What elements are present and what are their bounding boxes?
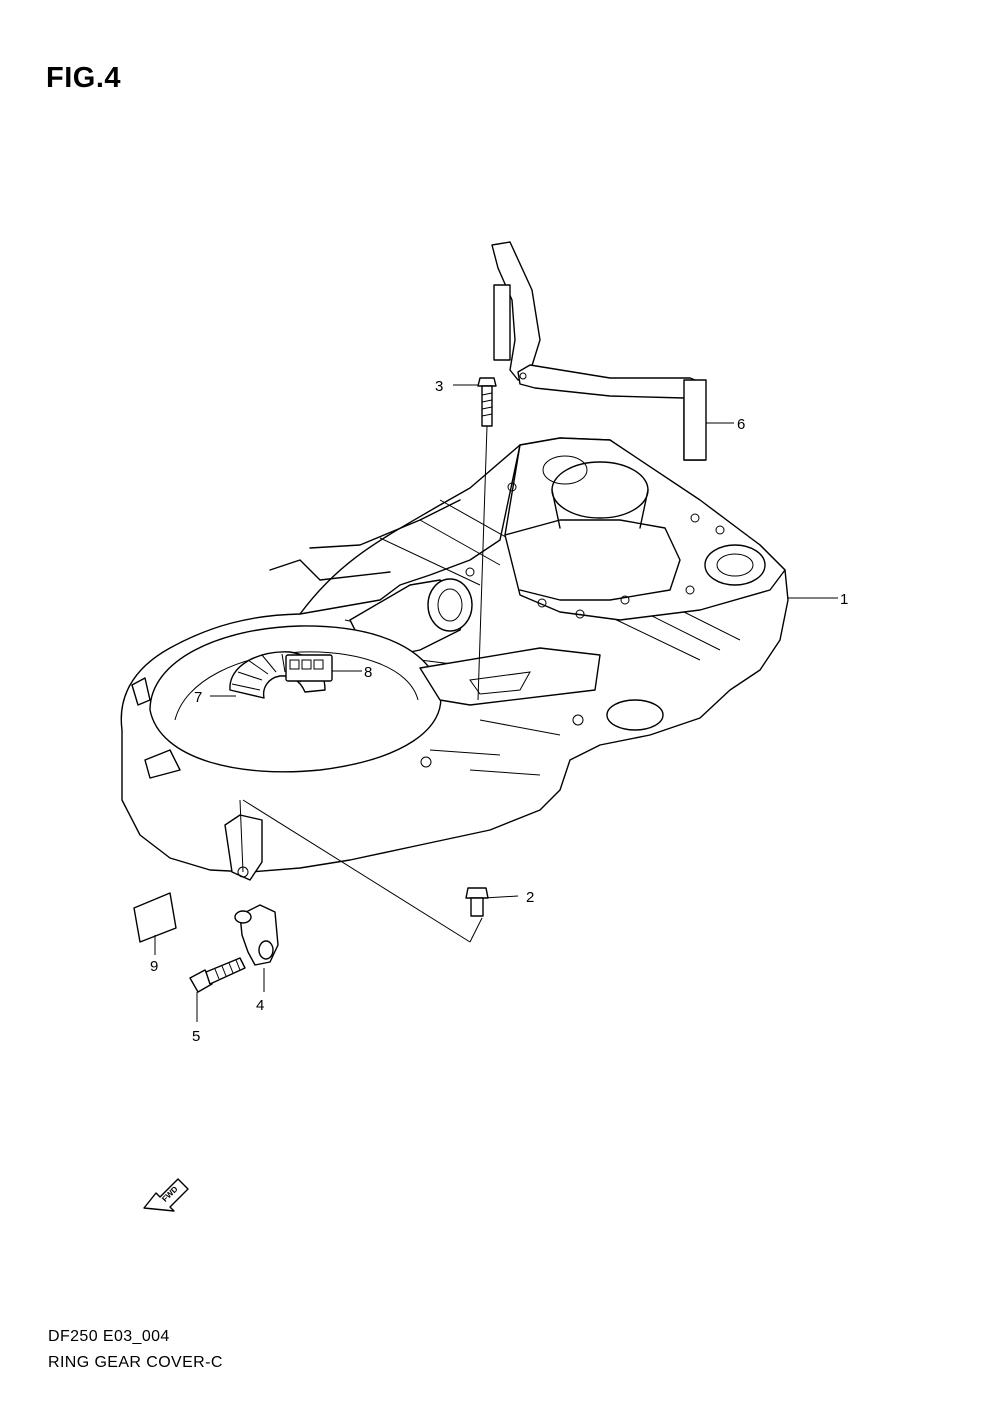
figure-title: FIG.4 — [46, 62, 122, 94]
callout-1: 1 — [840, 591, 848, 608]
drawing-name: RING GEAR COVER-C — [48, 1354, 223, 1371]
bolt-part-3[interactable] — [477, 377, 497, 427]
callout-9: 9 — [150, 958, 158, 975]
plate-part[interactable] — [133, 892, 177, 943]
ring-gear-cover-part[interactable] — [120, 437, 789, 881]
callout-6: 6 — [737, 416, 745, 433]
bolt-part-2[interactable] — [465, 887, 489, 917]
bolt-part-5[interactable] — [189, 957, 246, 993]
callout-7: 7 — [194, 689, 202, 706]
decal-label-part[interactable] — [285, 654, 333, 682]
callout-8: 8 — [364, 664, 372, 681]
clamp-part[interactable] — [234, 904, 279, 966]
callout-3: 3 — [435, 378, 443, 395]
callout-5: 5 — [192, 1028, 200, 1045]
callout-4: 4 — [256, 997, 264, 1014]
drawing-code: DF250 E03_004 — [48, 1328, 170, 1345]
forward-arrow-icon: FWD — [143, 1178, 189, 1212]
callout-2: 2 — [526, 889, 534, 906]
bracket-part[interactable] — [491, 241, 707, 461]
